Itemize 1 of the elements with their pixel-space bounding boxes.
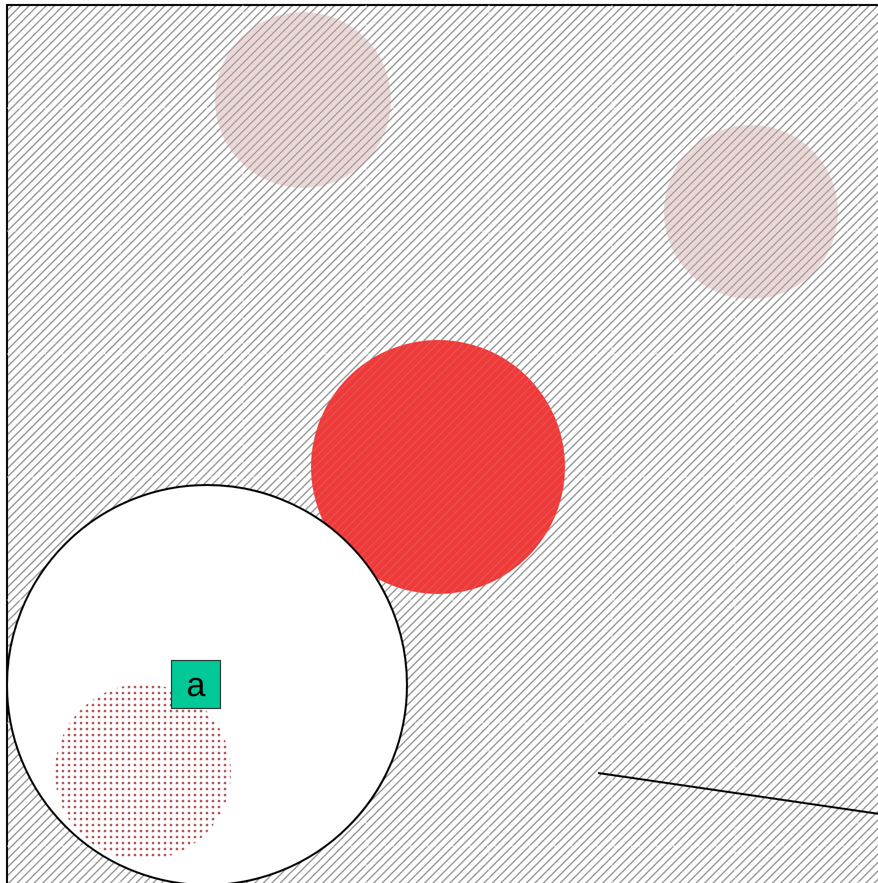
label-box: a xyxy=(171,660,221,709)
